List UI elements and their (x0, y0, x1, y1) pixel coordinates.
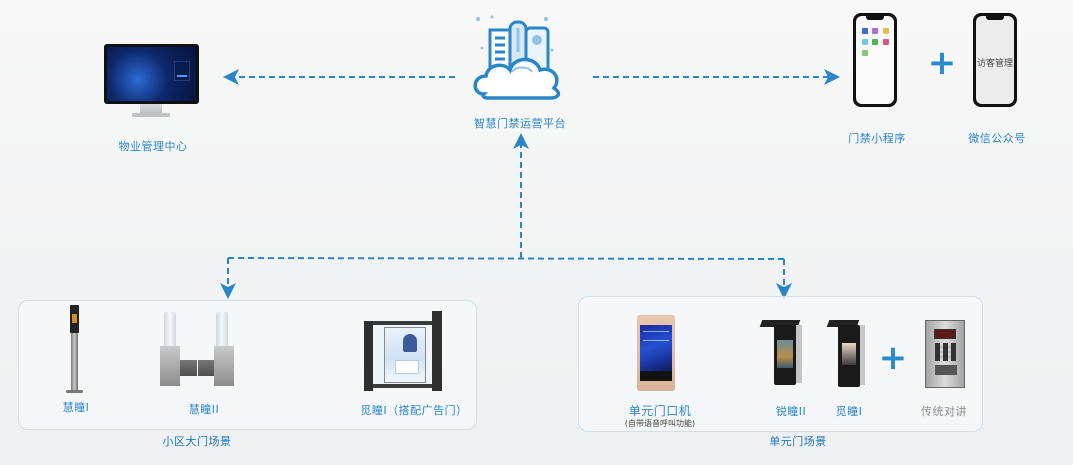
wechat-label: 微信公众号 (968, 132, 1026, 145)
turnstile-gate-icon (158, 312, 238, 387)
mini-program-label: 门禁小程序 (848, 132, 906, 145)
platform-label: 智慧门禁运营平台 (474, 117, 566, 130)
door-intercom-icon (637, 315, 675, 391)
monitor-icon (104, 44, 199, 104)
scene-title-community-gate: 小区大门场景 (162, 435, 232, 448)
platform-node (470, 12, 570, 102)
plus-icon: + (927, 43, 957, 83)
monitor-base (132, 113, 170, 117)
traditional-intercom-icon (925, 320, 965, 388)
branch-line (227, 257, 785, 260)
scene-title-unit-door: 单元门场景 (769, 435, 827, 448)
property-center-label: 物业管理中心 (118, 140, 188, 153)
device-sublabel-unit-intercom: (自带语音呼叫功能) (624, 419, 696, 428)
device-label-traditional-intercom: 传统对讲 (921, 405, 967, 418)
cloud-building-icon (473, 15, 561, 100)
device-label-ruitong-2: 锐瞳II (775, 405, 807, 418)
monitor-stand (140, 104, 162, 114)
wechat-phone-icon: 访客管理 (973, 13, 1017, 107)
device-label-huitong-1: 慧瞳I (62, 401, 90, 414)
device-label-huitong-2: 慧瞳II (188, 403, 220, 416)
visitor-management-text: 访客管理 (976, 59, 1013, 69)
plus-icon-unit-door: + (878, 338, 908, 378)
device-label-unit-intercom: 单元门口机 (628, 404, 692, 418)
device-label-mitong-1: 觅瞳I (835, 405, 863, 418)
mini-program-phone-icon (853, 13, 897, 107)
device-label-mitong-ad-gate: 觅瞳I（搭配广告门） (360, 404, 468, 417)
